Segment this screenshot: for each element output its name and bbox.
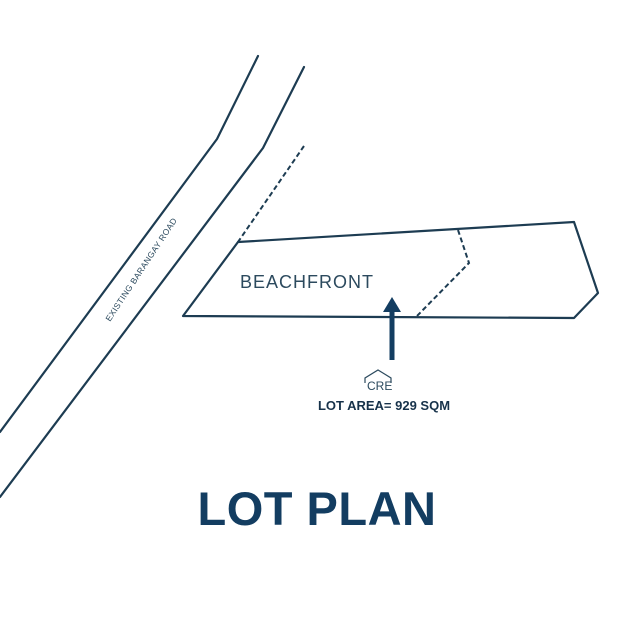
house-roof-icon — [364, 369, 392, 383]
road — [0, 54, 306, 499]
road-label: EXISTING BARANGAY ROAD — [103, 216, 179, 323]
dashed-lines — [237, 145, 471, 319]
lot-boundary — [181, 220, 600, 320]
dashed-line-right — [414, 229, 471, 319]
arrow-up-icon — [383, 297, 401, 360]
road-edge-left — [0, 54, 260, 434]
dashed-line-left — [237, 145, 305, 243]
beachfront-label: BEACHFRONT — [240, 272, 374, 292]
cre-logo: CRE — [364, 369, 392, 393]
road-edge-right — [0, 65, 306, 499]
cre-logo-text: CRE — [367, 379, 392, 393]
lot-area-label: LOT AREA= 929 SQM — [318, 398, 450, 413]
page-title: LOT PLAN — [197, 482, 437, 535]
